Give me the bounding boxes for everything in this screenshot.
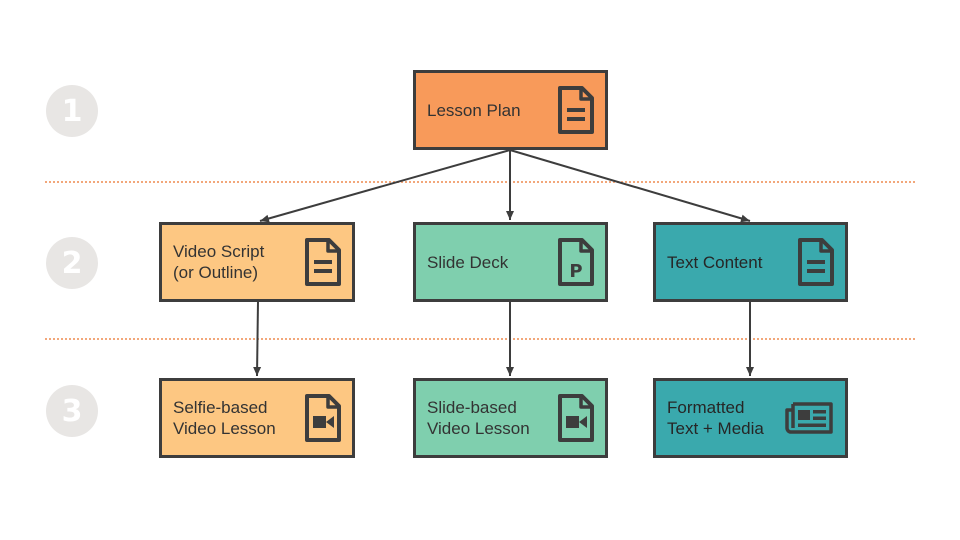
step-number: 1 [61, 93, 83, 129]
svg-text:P: P [569, 261, 582, 282]
node-lesson-plan: Lesson Plan [413, 70, 608, 150]
document-icon [798, 238, 834, 286]
node-slide-video: Slide-based Video Lesson [413, 378, 608, 458]
video-file-icon [305, 394, 341, 442]
node-label: Text Content [667, 252, 763, 272]
newspaper-icon [785, 402, 833, 434]
video-file-icon [558, 394, 594, 442]
document-icon [558, 86, 594, 134]
node-label: Slide Deck [427, 252, 509, 272]
node-slide-deck: Slide Deck P [413, 222, 608, 302]
arrow-plan-to-script [259, 149, 511, 223]
arrow-script-to-selfie [253, 300, 262, 377]
node-label: Video Script (or Outline) [173, 242, 265, 282]
node-label: Slide-based Video Lesson [427, 398, 530, 438]
node-label: Selfie-based Video Lesson [173, 398, 276, 438]
step-number: 3 [61, 393, 83, 429]
arrow-plan-to-text [509, 149, 751, 223]
slide-deck-icon: P [558, 238, 594, 286]
node-label: Formatted Text + Media [667, 398, 764, 438]
node-formatted-text: Formatted Text + Media [653, 378, 848, 458]
node-selfie-video: Selfie-based Video Lesson [159, 378, 355, 458]
node-label: Lesson Plan [427, 100, 521, 120]
node-video-script: Video Script (or Outline) [159, 222, 355, 302]
node-text-content: Text Content [653, 222, 848, 302]
document-icon [305, 238, 341, 286]
step-3-badge: 3 [46, 385, 98, 437]
row-divider-1 [45, 181, 915, 183]
row-divider-2 [45, 338, 915, 340]
step-1-badge: 1 [46, 85, 98, 137]
step-number: 2 [61, 245, 83, 281]
step-2-badge: 2 [46, 237, 98, 289]
